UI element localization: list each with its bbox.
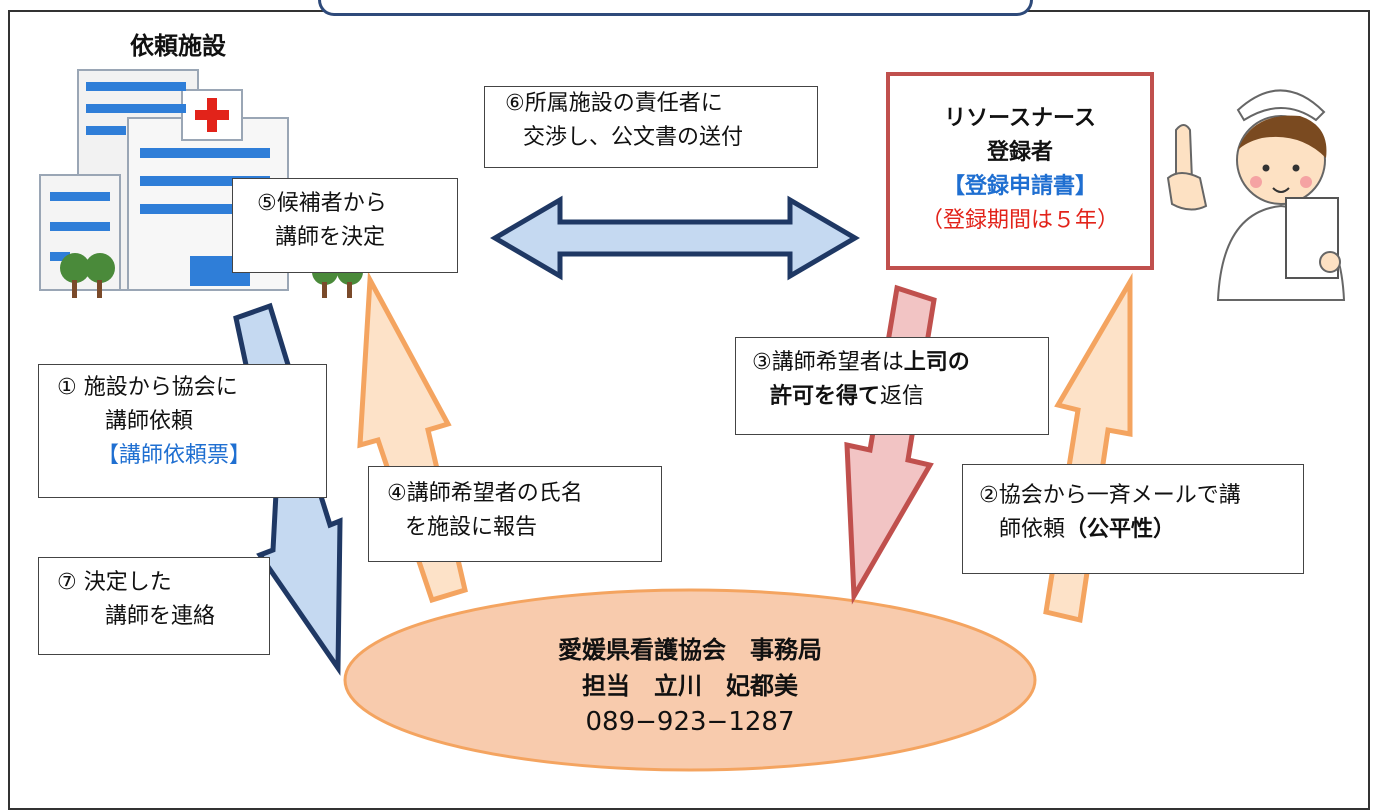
- step3-line2a: 許可を得て: [770, 384, 881, 409]
- step2-box: ②協会から一斉メールで講 師依頼（公平性）: [962, 464, 1304, 574]
- step7-box: ⑦ 決定した 講師を連絡: [38, 557, 270, 655]
- step6-box: ⑥所属施設の責任者に 交渉し、公文書の送付: [484, 86, 818, 168]
- step6-line1: ⑥所属施設の責任者に: [505, 91, 723, 116]
- step2-line2a: 師依頼: [999, 517, 1066, 542]
- step7-line1: ⑦ 決定した: [57, 570, 172, 595]
- step1-line2: 講師依頼: [105, 409, 194, 434]
- step1-line3: 【講師依頼票】: [97, 443, 252, 468]
- nurse-figure-icon: [1166, 89, 1346, 301]
- step2-line1: ②協会から一斉メールで講: [979, 483, 1241, 508]
- step4-box: ④講師希望者の氏名 を施設に報告: [368, 466, 662, 562]
- office-line3: 089−923−1287: [585, 707, 795, 737]
- office-line1: 愛媛県看護協会 事務局: [558, 636, 822, 664]
- step3-line1b: 上司の: [903, 350, 970, 375]
- facility-title: 依頼施設: [130, 32, 226, 60]
- step3-line1: ③講師希望者は上司の: [752, 346, 1048, 380]
- office-line2: 担当 立川 妃都美: [582, 672, 798, 700]
- step2-line2b: （公平性）: [1065, 517, 1176, 542]
- step5-line2: 講師を決定: [275, 225, 386, 250]
- step6-line2: 交渉し、公文書の送付: [523, 125, 744, 150]
- step3-box: ③講師希望者は上司の 許可を得て返信: [735, 337, 1049, 435]
- resource-nurse-line4: （登録期間は５年）: [920, 208, 1119, 233]
- step3-line2: 許可を得て返信: [752, 380, 1048, 414]
- step3-line2b: 返信: [880, 384, 925, 409]
- step4-line2: を施設に報告: [405, 515, 538, 540]
- step5-line1: ⑤候補者から: [257, 191, 387, 216]
- arrow-nurse-to-office: [844, 284, 937, 605]
- resource-nurse-line3: 【登録申請書】: [942, 174, 1097, 199]
- office-ellipse: [343, 588, 1037, 772]
- step1-box: ① 施設から協会に 講師依頼 【講師依頼票】: [38, 364, 327, 498]
- step1-line1: ① 施設から協会に: [57, 375, 238, 400]
- step5-box: ⑤候補者から 講師を決定: [232, 178, 458, 273]
- resource-nurse-box: リソースナース 登録者 【登録申請書】 （登録期間は５年）: [886, 72, 1154, 270]
- resource-nurse-line1: リソースナース: [944, 106, 1096, 131]
- double-arrow: [490, 195, 860, 281]
- step7-line2: 講師を連絡: [105, 604, 216, 629]
- resource-nurse-line2: 登録者: [986, 140, 1053, 165]
- step4-line1: ④講師希望者の氏名: [387, 481, 583, 506]
- office-text: 愛媛県看護協会 事務局 担当 立川 妃都美 089−923−1287: [470, 632, 910, 740]
- step3-line1a: ③講師希望者は: [752, 350, 904, 375]
- step2-line2: 師依頼（公平性）: [979, 513, 1303, 547]
